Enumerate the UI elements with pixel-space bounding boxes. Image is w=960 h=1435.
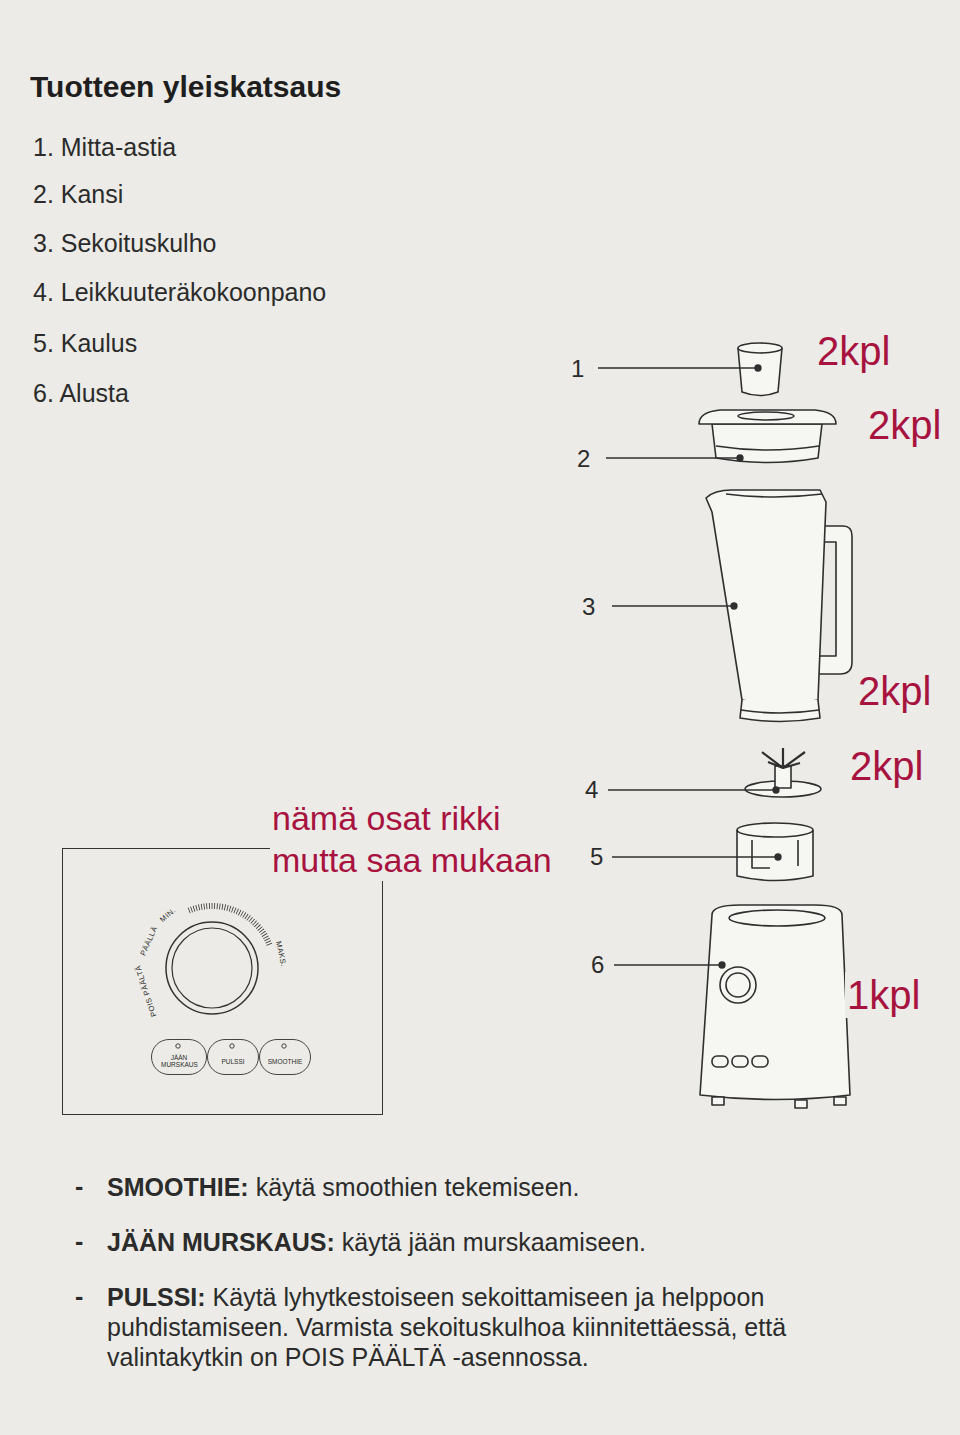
button-label: SMOOTHIE — [268, 1059, 303, 1066]
description-line: SMOOTHIE: käytä smoothien tekemiseen. — [107, 1172, 907, 1202]
jug-body — [706, 490, 826, 704]
mode-button: SMOOTHIE — [259, 1039, 311, 1075]
handwritten-note: nämä osat rikki mutta saa mukaan — [270, 797, 574, 881]
indicator-dot — [230, 1044, 234, 1048]
bullet-dash: - — [75, 1282, 83, 1311]
quantity-note: 2kpl — [856, 668, 933, 714]
dial-setting-text: MIN. — [159, 907, 177, 924]
mode-name: SMOOTHIE: — [107, 1173, 249, 1201]
callout-number: 6 — [591, 951, 604, 979]
leader-line — [612, 605, 732, 606]
mode-button: PULSSI — [207, 1039, 259, 1075]
base-foot — [795, 1100, 807, 1108]
base-knob — [720, 967, 756, 1003]
bullet-dash: - — [75, 1227, 83, 1256]
base-button — [712, 1056, 728, 1067]
cup-rim — [738, 343, 782, 353]
part-list-item: 2. Kansi — [33, 180, 123, 209]
leader-dot — [755, 365, 761, 371]
blade-wings — [762, 748, 805, 768]
part-list-item: 1. Mitta-astia — [33, 133, 176, 162]
leader-dot — [773, 787, 779, 793]
dial-setting-text: PÄÄLLÄ — [139, 925, 159, 957]
dial-setting-text: POIS PÄÄLTÄ — [135, 964, 159, 1017]
bullet-dash: - — [75, 1172, 83, 1201]
leader-line — [612, 856, 776, 857]
mode-name: JÄÄN MURSKAUS: — [107, 1228, 335, 1256]
jug-rim-line — [726, 494, 822, 497]
lid-thread — [716, 446, 819, 450]
leader-line — [614, 964, 720, 965]
part-list-item: 3. Sekoituskulho — [33, 229, 216, 258]
part-list-item: 6. Alusta — [33, 379, 129, 408]
button-indicators — [176, 1044, 286, 1048]
callout-number: 2 — [577, 445, 590, 473]
description-line: JÄÄN MURSKAUS: käytä jään murskaamiseen. — [107, 1227, 907, 1257]
leader-line — [606, 457, 738, 458]
leader-dot — [719, 962, 725, 968]
leader-dot — [775, 854, 781, 860]
base-foot — [712, 1097, 724, 1105]
base-knob-inner — [726, 973, 750, 997]
leader-lines — [598, 365, 781, 968]
mode-description: Käytä lyhytkestoiseen sekoittamiseen ja … — [107, 1283, 786, 1371]
button-label: PULSSI — [221, 1059, 244, 1066]
mode-description: käytä smoothien tekemiseen. — [256, 1173, 580, 1201]
mode-name: PULSSI: — [107, 1283, 206, 1311]
base-foot — [834, 1097, 846, 1105]
jug-base-ring — [740, 700, 820, 722]
quantity-note: 1kpl — [845, 972, 922, 1018]
button-label: JÄÄN MURSKAUS — [161, 1055, 197, 1069]
lid-top — [699, 410, 836, 424]
dial-knob — [172, 928, 252, 1008]
callout-number: 3 — [582, 593, 595, 621]
quantity-note: 2kpl — [848, 743, 925, 789]
base-button — [732, 1056, 748, 1067]
dial-ring — [166, 922, 258, 1014]
lid-opening — [738, 412, 794, 420]
indicator-dot — [282, 1044, 286, 1048]
control-dial — [166, 906, 270, 1014]
leader-line — [608, 789, 774, 790]
lid-band — [712, 424, 822, 463]
mode-button: JÄÄN MURSKAUS — [151, 1039, 207, 1075]
base-button — [752, 1056, 768, 1067]
callout-number: 5 — [590, 843, 603, 871]
mode-description: käytä jään murskaamiseen. — [342, 1228, 646, 1256]
jug-ring-line — [741, 710, 819, 713]
indicator-dot — [176, 1044, 180, 1048]
measuring-cup — [738, 348, 782, 396]
callout-number: 4 — [585, 776, 598, 804]
dial-setting-text: MAKS. — [275, 941, 288, 968]
leader-dot — [737, 455, 743, 461]
collar-notch — [752, 840, 798, 868]
dial-ticks — [189, 906, 270, 945]
blade-hub — [775, 766, 791, 788]
collar-rim — [737, 823, 813, 837]
leader-line — [598, 367, 756, 368]
leader-dot — [731, 603, 737, 609]
quantity-note: 2kpl — [815, 328, 892, 374]
motor-base — [700, 905, 850, 1100]
quantity-note: 2kpl — [866, 402, 943, 448]
callout-number: 1 — [571, 355, 584, 383]
part-list-item: 4. Leikkuuteräkokoonpano — [33, 278, 326, 307]
page-title: Tuotteen yleiskatsaus — [30, 70, 341, 105]
base-opening — [729, 910, 825, 926]
part-list-item: 5. Kaulus — [33, 329, 137, 358]
description-line: PULSSI: Käytä lyhytkestoiseen sekoittami… — [107, 1282, 907, 1372]
control-panel-box: POIS PÄÄLTÄ PÄÄLLÄMIN. MAKS. JÄÄN MURSKAUS P… — [62, 848, 383, 1115]
